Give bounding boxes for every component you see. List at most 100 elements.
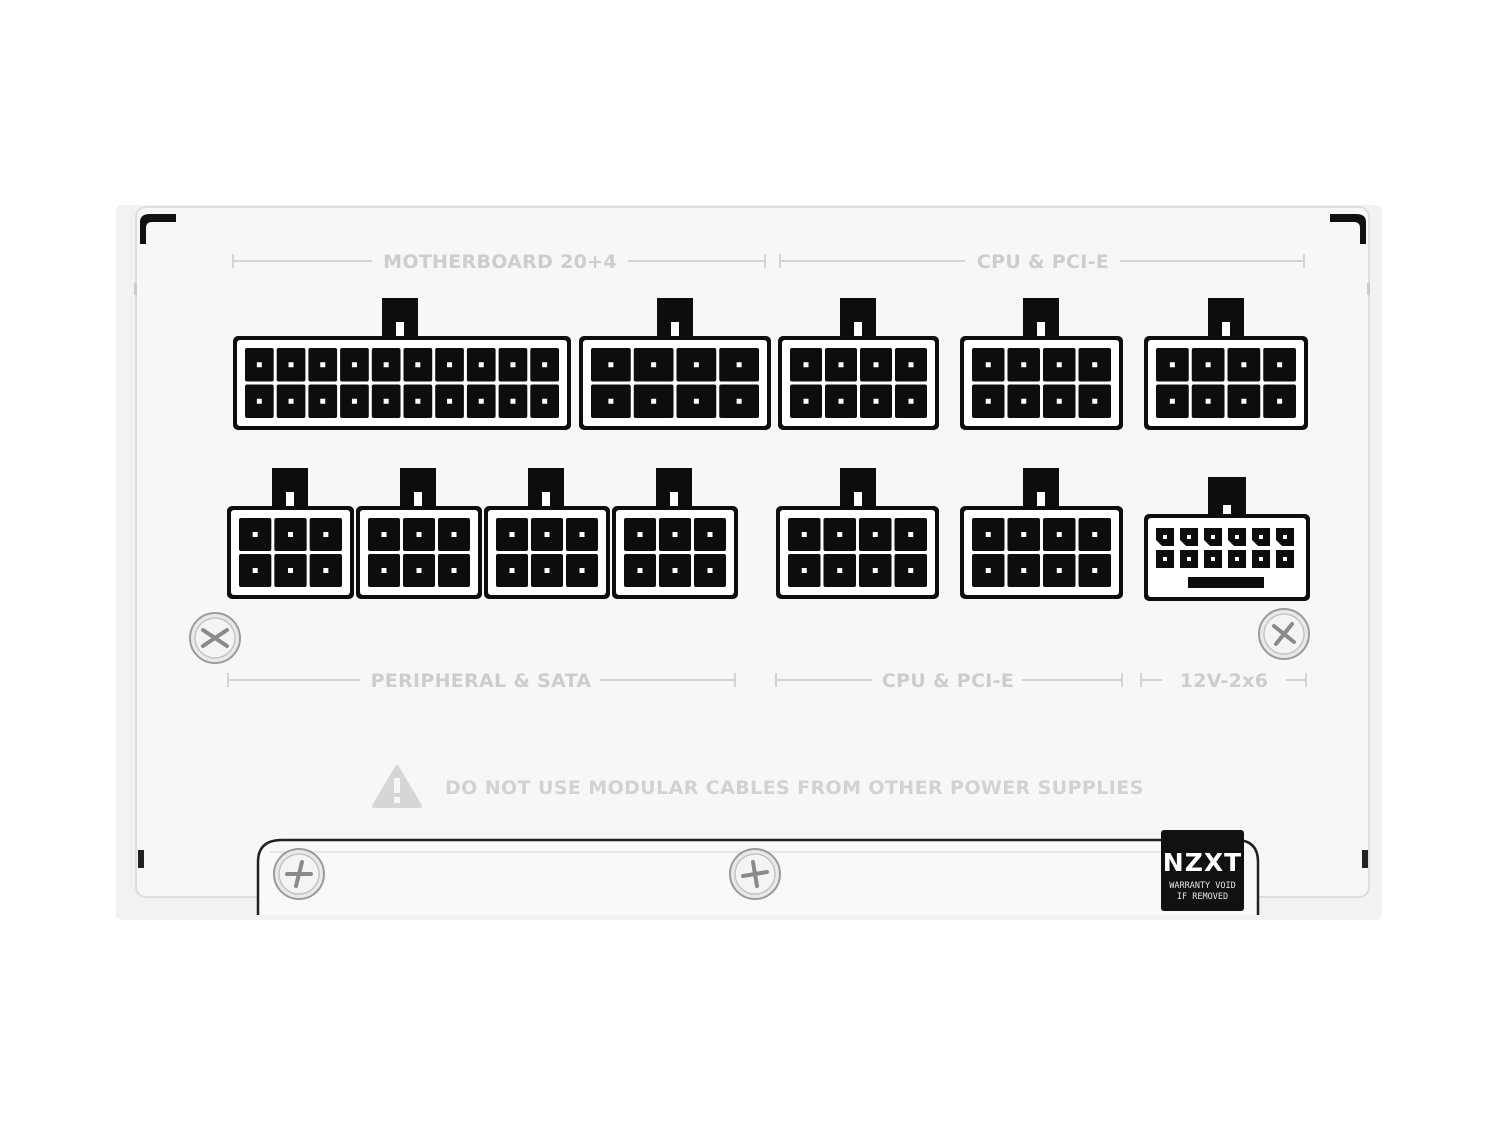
connector-motherboard-20-pin[interactable] [233, 298, 571, 430]
pin-contact [1187, 557, 1191, 561]
pin-contact [323, 568, 329, 573]
pin-contact [707, 532, 713, 537]
sticker-line-1: WARRANTY VOID [1169, 881, 1236, 891]
connector-cpu-pcie-bottom-1[interactable] [776, 468, 939, 599]
pin-contact [1235, 557, 1239, 561]
pin-contact [320, 362, 326, 368]
side-notch-right [1362, 850, 1368, 868]
pin-contact [707, 568, 713, 573]
connector-12v-2x6[interactable] [1144, 477, 1310, 601]
pin-contact [1056, 398, 1062, 404]
latch-slot [286, 492, 294, 506]
screw-icon [201, 628, 229, 648]
pin-contact [415, 362, 421, 368]
pin-contact [1021, 568, 1027, 573]
corner-tab-tr [1330, 214, 1366, 244]
label-12v-2x6: 12V-2x6 [1180, 670, 1268, 692]
pin-contact [637, 532, 643, 537]
warning-triangle-icon [372, 765, 422, 808]
connector-motherboard-4-pin[interactable] [579, 298, 771, 430]
pin-contact [252, 568, 258, 573]
latch-slot [1037, 322, 1045, 336]
pin-contact [1056, 532, 1062, 537]
pin-contact [908, 362, 914, 368]
pin-contact [416, 568, 422, 573]
latch-slot [396, 322, 404, 336]
pin-contact [351, 362, 357, 368]
pin-contact [1241, 398, 1247, 404]
pin-contact [544, 532, 550, 537]
pin-contact [252, 532, 258, 537]
label-motherboard: MOTHERBOARD 20+4 [383, 251, 617, 273]
warning-text: DO NOT USE MODULAR CABLES FROM OTHER POW… [445, 777, 1144, 799]
pin-contact [1169, 362, 1175, 368]
pin-contact [672, 568, 678, 573]
pin-contact [908, 532, 914, 537]
side-mark-left [134, 283, 137, 295]
pin-contact [383, 398, 389, 404]
connector-peripheral-sata-3[interactable] [484, 468, 610, 599]
sense-pin-bar [1188, 577, 1264, 588]
pin-contact [1241, 362, 1247, 368]
pin-contact [838, 398, 844, 404]
pin-contact [837, 532, 843, 537]
pin-contact [1169, 398, 1175, 404]
pin-contact [1163, 535, 1167, 539]
pin-contact [1021, 362, 1027, 368]
screw-bottom-left [273, 848, 325, 900]
latch-slot [1223, 505, 1231, 519]
pin-contact [288, 398, 294, 404]
pin-contact [351, 398, 357, 404]
pin-contact [509, 532, 515, 537]
label-peripheral-sata: PERIPHERAL & SATA [371, 670, 592, 692]
latch-slot [854, 492, 862, 506]
pin-contact [579, 568, 585, 573]
pin-grid-12v [1156, 528, 1294, 568]
pin-contact [1021, 398, 1027, 404]
connector-cpu-pcie-bottom-2[interactable] [960, 468, 1123, 599]
latch-slot [542, 492, 550, 506]
pin-contact [872, 568, 878, 573]
pin-contact [736, 362, 742, 368]
pin-contact [447, 398, 453, 404]
side-mark-right [1367, 283, 1370, 295]
pin-contact [651, 398, 657, 404]
connector-group [227, 298, 1308, 599]
pin-contact [693, 398, 699, 404]
connector-peripheral-sata-2[interactable] [356, 468, 482, 599]
connector-peripheral-sata-4[interactable] [612, 468, 738, 599]
label-cpu-pcie-bottom: CPU & PCI-E [882, 670, 1014, 692]
pin-contact [579, 532, 585, 537]
connector-cpu-pcie-top-3[interactable] [1144, 298, 1308, 430]
screw-icon [741, 860, 769, 888]
pin-contact [542, 362, 548, 368]
latch-slot [1222, 322, 1230, 336]
pin-contact [1056, 362, 1062, 368]
pin-contact [1056, 568, 1062, 573]
pin-contact [1211, 557, 1215, 561]
latch-slot [1037, 492, 1045, 506]
pin-contact [736, 398, 742, 404]
pin-contact [323, 532, 329, 537]
pin-contact [608, 362, 614, 368]
connector-cpu-pcie-top-1[interactable] [778, 298, 939, 430]
pin-contact [478, 398, 484, 404]
sticker-line-2: IF REMOVED [1177, 892, 1228, 902]
pin-contact [381, 532, 387, 537]
pin-contact [1283, 557, 1287, 561]
pin-contact [873, 362, 879, 368]
connector-peripheral-sata-1[interactable] [227, 468, 354, 599]
pin-contact [383, 362, 389, 368]
pin-contact [510, 398, 516, 404]
pin-contact [509, 568, 515, 573]
pin-contact [416, 532, 422, 537]
pin-contact [693, 362, 699, 368]
screw-left [189, 612, 241, 664]
pin-contact [451, 568, 457, 573]
pin-contact [985, 398, 991, 404]
pin-contact [478, 362, 484, 368]
brand-logo: NZXT [1163, 848, 1242, 877]
connector-cpu-pcie-top-2[interactable] [960, 298, 1123, 430]
latch-slot [414, 492, 422, 506]
